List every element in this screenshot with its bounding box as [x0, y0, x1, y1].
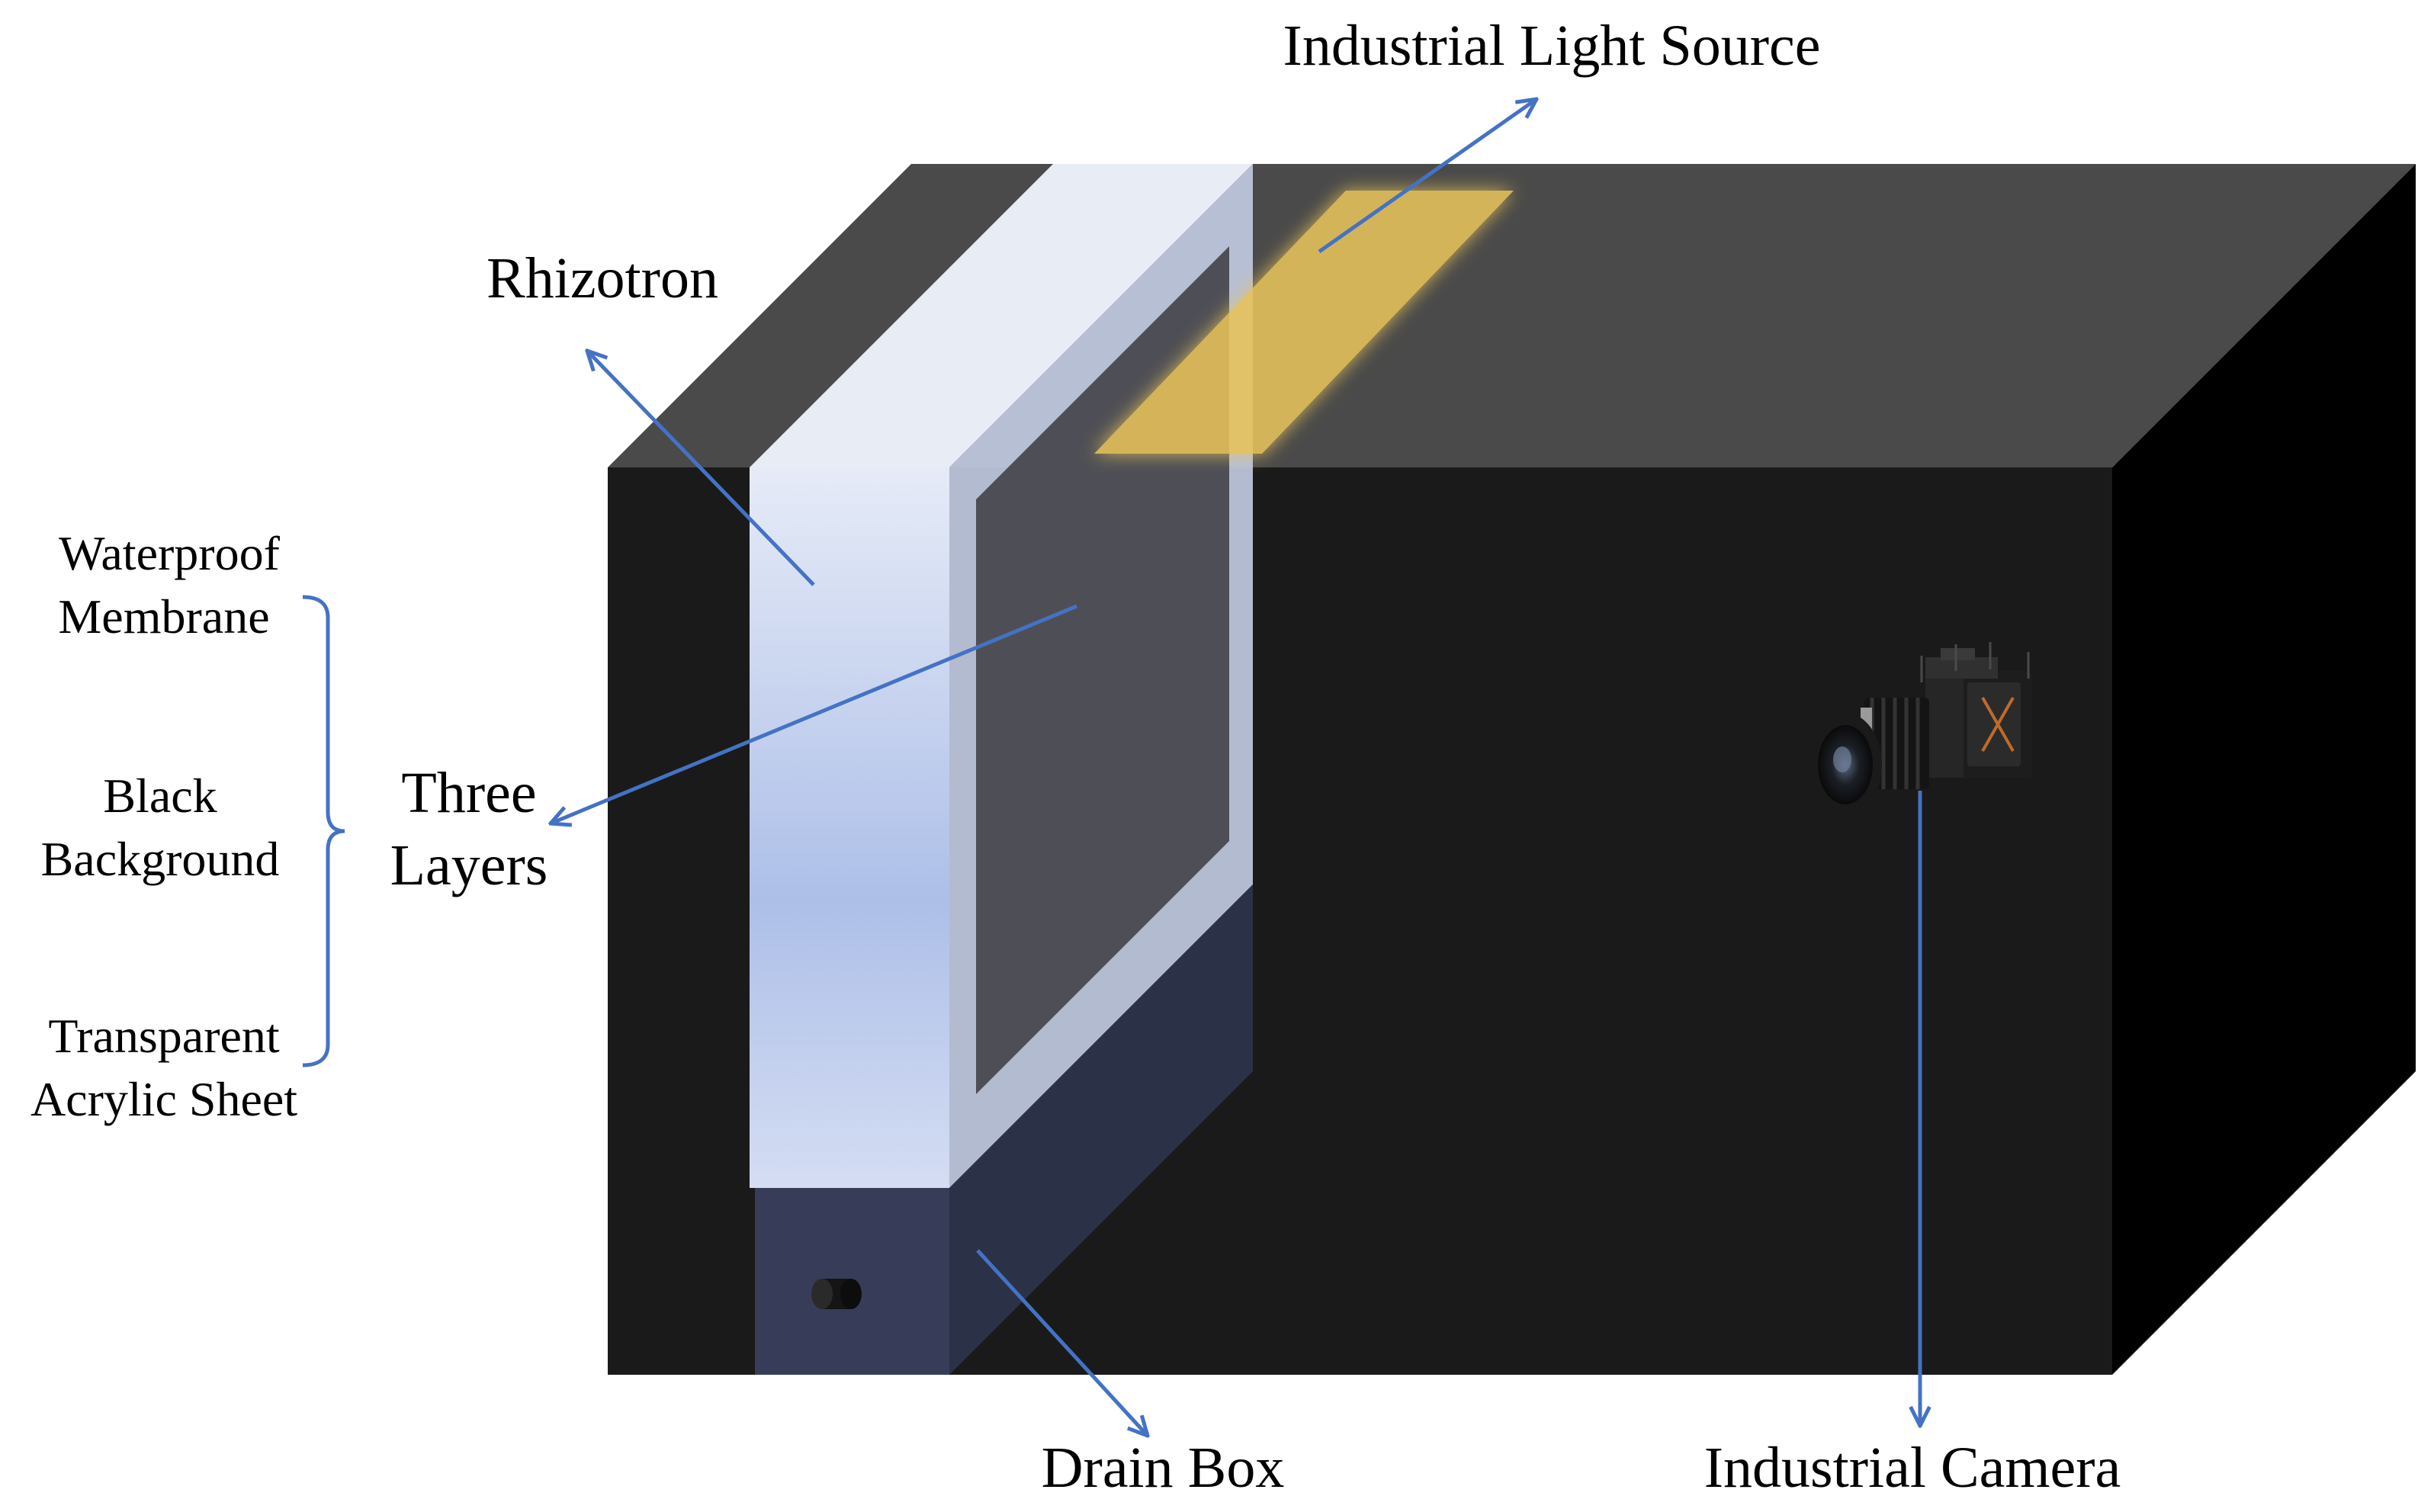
industrial-camera-icon — [1809, 642, 2032, 817]
label-three-layers-line1: Three — [401, 761, 536, 825]
label-waterproof-line1: Waterproof — [59, 526, 281, 580]
label-acrylic-line2: Acrylic Sheet — [31, 1072, 297, 1126]
label-black-background-line2: Background — [41, 832, 280, 886]
box-side-face — [2112, 164, 2416, 1375]
drain-box — [755, 884, 1253, 1375]
rhizotron-top-face — [750, 164, 1253, 467]
label-industrial-light-source: Industrial Light Source — [1283, 14, 1821, 78]
industrial-light-source — [1094, 191, 1514, 454]
drain-valve-icon — [811, 1279, 862, 1309]
rhizotron-side-window — [976, 246, 1229, 1094]
label-waterproof-line2: Membrane — [58, 589, 269, 644]
label-drain-box: Drain Box — [1042, 1436, 1285, 1500]
arrow-rhizotron — [587, 351, 815, 586]
label-industrial-camera: Industrial Camera — [1704, 1436, 2121, 1500]
label-three-layers-line2: Layers — [390, 833, 548, 897]
arrow-light-source — [1318, 99, 1537, 254]
drain-box-side — [949, 884, 1253, 1375]
label-black-background-line1: Black — [103, 769, 217, 823]
rhizotron — [750, 164, 1253, 1188]
layers-brace — [302, 595, 345, 1067]
label-rhizotron: Rhizotron — [486, 246, 718, 310]
leader-arrows — [551, 99, 1920, 1436]
arrow-drain-box — [976, 1249, 1148, 1436]
rhizotron-front-panel — [750, 467, 949, 1188]
label-acrylic-line1: Transparent — [48, 1009, 280, 1063]
arrow-three-layers — [551, 604, 1077, 823]
